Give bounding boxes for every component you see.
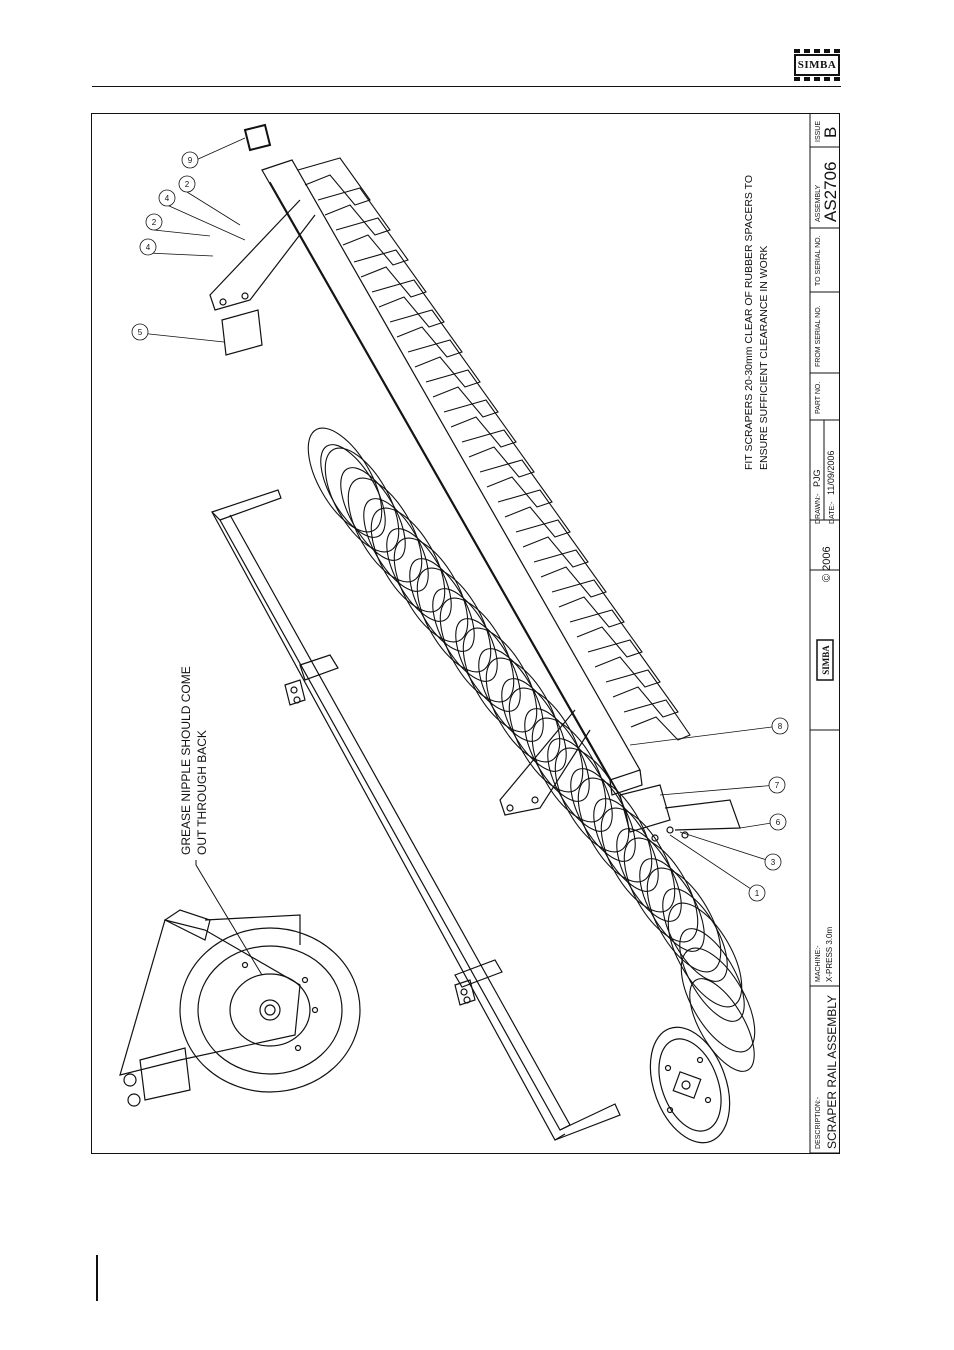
balloon-2a-label: 2 <box>185 180 190 189</box>
issue-label: ISSUE <box>815 121 822 142</box>
copyright: © 2006 <box>821 546 833 582</box>
date-label: DATE:- <box>829 501 836 524</box>
balloon-leaders <box>139 137 781 894</box>
balloon-2b-label: 2 <box>152 218 157 227</box>
balloon-6-label: 9 <box>188 156 193 165</box>
date-value: 11/09/2006 <box>826 451 836 495</box>
balloon-4a: 4 <box>158 189 176 207</box>
balloon-4a-label: 4 <box>165 194 170 203</box>
drawn-value: PJG <box>812 469 822 487</box>
drawing-sheet <box>91 113 840 1154</box>
balloon-7: 6 <box>769 813 787 831</box>
balloon-9-label: 8 <box>778 722 783 731</box>
balloon-5: 5 <box>131 323 149 341</box>
note-scraper-line1: FIT SCRAPERS 20-30mm CLEAR OF RUBBER SPA… <box>743 175 755 470</box>
header-rule <box>92 86 841 87</box>
grease-leader <box>195 860 263 976</box>
note-grease-line2: OUT THROUGH BACK <box>195 730 209 855</box>
balloon-6: 9 <box>181 151 199 169</box>
balloon-1: 1 <box>748 884 766 902</box>
balloon-1-label: 1 <box>755 889 760 898</box>
scraper-rail <box>261 159 643 796</box>
balloon-2a: 2 <box>178 175 196 193</box>
note-grease-line1: GREASE NIPPLE SHOULD COME <box>179 666 193 855</box>
margin-mark <box>96 1255 98 1301</box>
from-serial-label: FROM SERIAL NO. <box>815 305 822 367</box>
to-serial-label: TO SERIAL NO. <box>815 235 822 286</box>
hub-detail <box>119 909 361 1107</box>
top-bracket <box>209 123 316 356</box>
balloon-2b: 2 <box>145 213 163 231</box>
balloons: 9 2 4 2 4 5 8 7 <box>131 151 789 902</box>
drawn-label: DRAWN:- <box>815 493 822 524</box>
simba-logo: SIMBA <box>794 49 840 81</box>
roller-rings <box>307 427 756 1072</box>
balloon-8-label: 7 <box>775 781 780 790</box>
balloon-5-label: 5 <box>138 328 143 337</box>
balloon-3-label: 3 <box>771 858 776 867</box>
simba-logo-small: SIMBA <box>816 639 834 681</box>
balloon-7-label: 6 <box>776 818 781 827</box>
description-label: DESCRIPTION:- <box>815 1096 822 1149</box>
roller-frame <box>210 489 621 1141</box>
assembly-label: ASSEMBLY <box>815 184 822 222</box>
issue-value: B <box>821 127 840 138</box>
balloon-3: 3 <box>764 853 782 871</box>
note-scraper-line2: ENSURE SUFFICIENT CLEARANCE IN WORK <box>758 246 770 470</box>
machine-value: X-PRESS 3.0m <box>825 927 834 982</box>
description-value: SCRAPER RAIL ASSEMBLY <box>825 995 839 1149</box>
roller-end-disc <box>649 1026 731 1144</box>
machine-label: MACHINE:- <box>815 945 822 982</box>
balloon-9: 8 <box>771 717 789 735</box>
simba-logo-small-text: SIMBA <box>821 645 831 675</box>
scraper-tines <box>297 157 691 741</box>
title-block <box>809 114 840 1154</box>
part-no-label: PART NO. <box>815 382 822 414</box>
balloon-4b: 4 <box>139 238 157 256</box>
balloon-8: 7 <box>768 776 786 794</box>
assembly-value: AS2706 <box>821 162 840 223</box>
bottom-bracket <box>499 709 741 842</box>
balloon-4b-label: 4 <box>146 243 151 252</box>
